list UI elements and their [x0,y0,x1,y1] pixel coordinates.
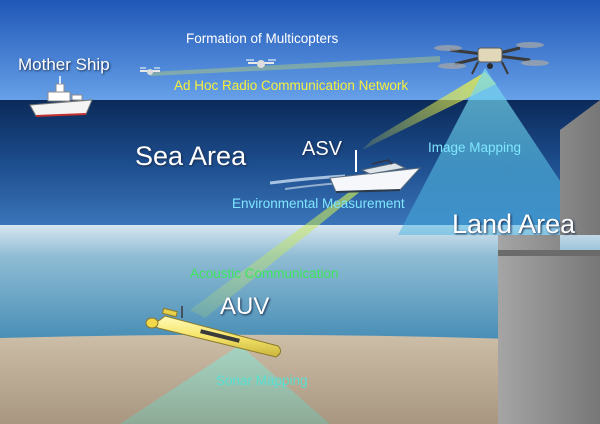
asv-label: ASV [302,138,342,161]
sea-area-label: Sea Area [135,141,246,172]
land-area-label: Land Area [452,209,575,240]
radio-network-label: Ad Hoc Radio Communication Network [174,78,408,93]
land-edge [498,250,600,256]
auv-label: AUV [220,293,269,321]
mother-ship-label: Mother Ship [18,55,110,75]
land-block [498,252,600,424]
image-mapping-label: Image Mapping [428,140,521,155]
formation-label: Formation of Multicopters [186,31,338,46]
environmental-measurement-label: Environmental Measurement [232,196,405,211]
sonar-mapping-label: Sonar Mapping [216,373,308,388]
acoustic-communication-label: Acoustic Communication [190,266,339,281]
